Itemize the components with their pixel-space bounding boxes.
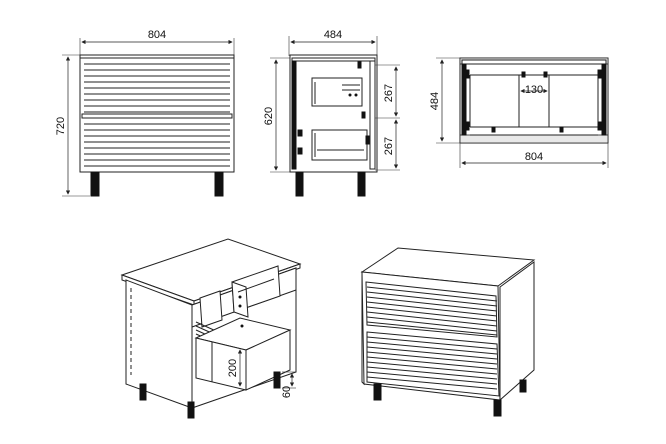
front-height-label: 720 [55, 117, 67, 135]
top-view: 484 130 8 [429, 57, 609, 168]
side-upper-drawer [311, 61, 363, 107]
front-lower-drawer [84, 123, 230, 167]
iso-open-leg-3 [273, 371, 281, 389]
top-outline [459, 57, 609, 144]
side-lower-drawer-label: 267 [383, 137, 395, 155]
side-height-label: 620 [263, 107, 275, 125]
side-leg-right [357, 171, 366, 197]
iso-closed-view [360, 247, 536, 417]
iso-closed-leg-1 [373, 383, 382, 401]
iso-open-upper-drawer [199, 265, 281, 328]
front-width-label: 804 [148, 29, 166, 41]
iso-closed-right-side [499, 261, 535, 402]
side-lower-drawer [297, 111, 370, 161]
top-hardware [465, 69, 602, 133]
iso-open-view: 200 60 [120, 238, 302, 419]
top-width-label: 804 [525, 151, 543, 163]
top-inner-label: 130 [525, 84, 543, 96]
iso-closed-leg-3 [519, 379, 527, 393]
iso-closed-leg-2 [493, 399, 502, 417]
iso-open-leg-1 [139, 383, 147, 401]
side-depth-label: 484 [324, 29, 342, 41]
iso-drawer-label: 200 [227, 359, 239, 377]
iso-closed-upper-drawer [365, 281, 498, 338]
front-upper-drawer [84, 63, 230, 113]
iso-open-leg-2 [187, 401, 195, 419]
front-leg-right [214, 171, 224, 197]
side-upper-drawer-label: 267 [383, 84, 395, 102]
iso-open-lower-drawer: 200 [194, 317, 292, 391]
side-view: 484 620 [263, 29, 400, 197]
front-leg-left [90, 171, 100, 197]
side-leg-left [295, 171, 304, 197]
iso-closed-lower-drawer [366, 331, 500, 397]
front-view: 804 720 [55, 29, 235, 197]
top-depth-label: 484 [429, 92, 441, 110]
iso-leg-label: 60 [281, 386, 293, 398]
